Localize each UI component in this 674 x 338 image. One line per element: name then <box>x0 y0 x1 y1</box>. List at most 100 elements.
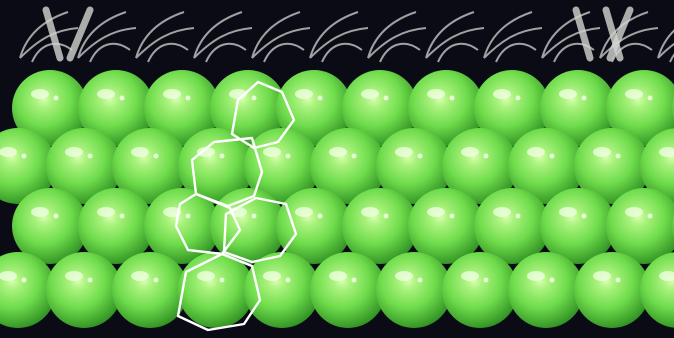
balloon-body <box>442 128 518 204</box>
balloon <box>540 188 616 264</box>
net-strand <box>425 11 485 63</box>
net-tie <box>602 6 624 62</box>
balloon-body <box>244 128 320 204</box>
balloon-body <box>606 188 674 264</box>
balloon-glint <box>185 95 191 101</box>
balloon-glint <box>515 95 521 101</box>
balloon-glint <box>581 95 587 101</box>
balloon-highlight <box>493 89 511 99</box>
hexagon-outline-group <box>174 80 298 332</box>
balloon-highlight <box>427 207 445 217</box>
balloon-body <box>12 188 88 264</box>
balloon-glint <box>581 213 587 219</box>
balloon-highlight <box>395 271 413 281</box>
balloon-highlight <box>625 89 643 99</box>
balloon-highlight <box>263 147 281 157</box>
balloon-highlight <box>461 271 479 281</box>
net-strand <box>135 11 195 63</box>
balloon-glint <box>383 95 389 101</box>
balloon-body <box>606 70 674 146</box>
balloon <box>0 128 56 204</box>
balloon-glint <box>317 213 323 219</box>
balloon-body <box>46 128 122 204</box>
balloon-glint <box>351 153 357 159</box>
balloon <box>178 252 254 328</box>
balloon <box>178 128 254 204</box>
balloon-highlight <box>163 89 181 99</box>
balloon-body <box>0 252 56 328</box>
balloon-body <box>408 70 484 146</box>
balloon-glint <box>417 277 423 283</box>
net-tie <box>66 6 94 62</box>
balloon <box>342 70 418 146</box>
hexagon-outline <box>190 136 264 208</box>
balloon-glint <box>483 277 489 283</box>
balloon <box>46 128 122 204</box>
balloon-body <box>342 70 418 146</box>
balloon-glint <box>647 213 653 219</box>
balloon <box>442 252 518 328</box>
balloon-body <box>474 188 550 264</box>
balloon-glint <box>87 153 93 159</box>
balloon-body <box>0 128 56 204</box>
top-net-mesh <box>19 6 674 63</box>
balloon-glint <box>647 95 653 101</box>
balloon <box>508 128 584 204</box>
balloon-body <box>508 128 584 204</box>
balloon-highlight <box>65 147 83 157</box>
balloon <box>144 188 220 264</box>
balloon-body <box>474 70 550 146</box>
balloon-body <box>276 188 352 264</box>
balloon-glint <box>53 95 59 101</box>
hexagon-outline <box>174 192 242 256</box>
balloon-glint <box>417 153 423 159</box>
balloon-body <box>144 188 220 264</box>
balloon-glint <box>119 213 125 219</box>
balloon-body <box>310 128 386 204</box>
balloon-glint <box>251 213 257 219</box>
balloon-highlight <box>0 271 17 281</box>
balloon-glint <box>119 95 125 101</box>
balloon-body <box>640 252 674 328</box>
balloon-glint <box>251 95 257 101</box>
balloon-glint <box>615 153 621 159</box>
balloon-highlight <box>361 89 379 99</box>
balloon <box>640 128 674 204</box>
balloon-glint <box>615 277 621 283</box>
hexagon-outline <box>176 252 262 332</box>
balloon-highlight <box>329 271 347 281</box>
balloon-glint <box>53 213 59 219</box>
hexagon-outline <box>230 80 296 150</box>
net-tie <box>606 6 634 62</box>
balloon-glint <box>285 277 291 283</box>
balloon-body <box>244 252 320 328</box>
balloon-glint <box>351 277 357 283</box>
balloon-glint <box>317 95 323 101</box>
balloon <box>112 128 188 204</box>
balloon <box>0 252 56 328</box>
balloon <box>508 252 584 328</box>
balloon <box>474 188 550 264</box>
balloon-body <box>540 70 616 146</box>
balloon-highlight <box>527 271 545 281</box>
balloon-highlight <box>395 147 413 157</box>
balloon-body <box>12 70 88 146</box>
balloon-body <box>112 128 188 204</box>
net-strand <box>19 11 79 63</box>
balloon-highlight <box>427 89 445 99</box>
balloon-highlight <box>131 271 149 281</box>
balloon <box>474 70 550 146</box>
balloon <box>408 188 484 264</box>
net-strand <box>251 11 311 63</box>
balloon-highlight <box>295 207 313 217</box>
balloon-highlight <box>97 89 115 99</box>
balloon-glint <box>285 153 291 159</box>
balloon-highlight <box>659 147 674 157</box>
balloon-highlight <box>625 207 643 217</box>
balloon-highlight <box>197 271 215 281</box>
balloon <box>144 70 220 146</box>
balloon-body <box>574 252 650 328</box>
net-strand <box>657 29 674 63</box>
balloon-body <box>574 128 650 204</box>
balloon-highlight <box>31 207 49 217</box>
